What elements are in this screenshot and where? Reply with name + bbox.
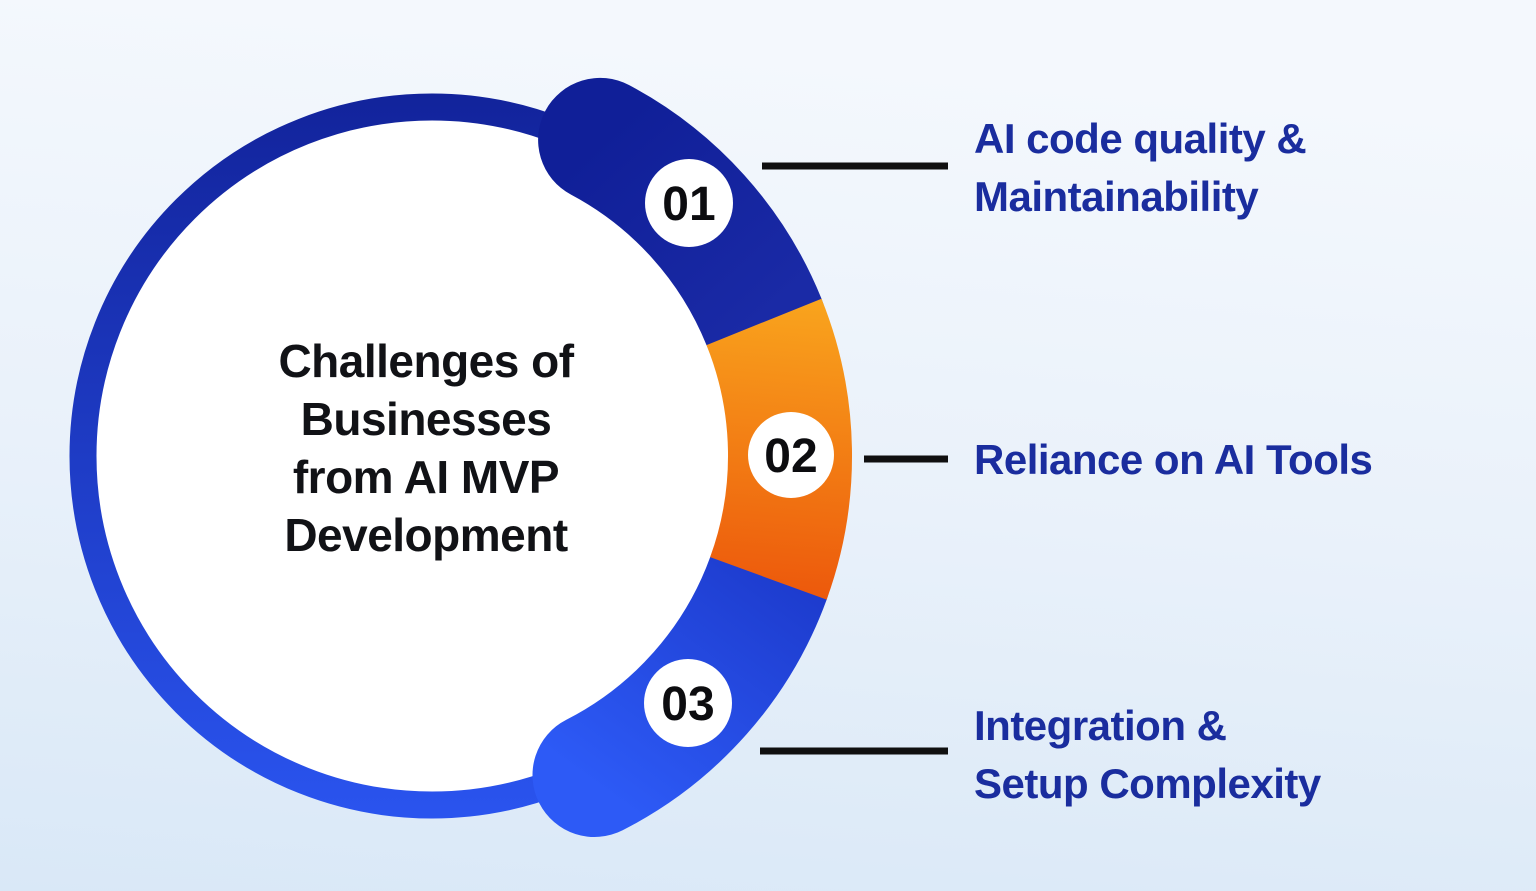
step-02-number: 02: [764, 430, 817, 483]
step-03-badge: 03: [644, 659, 732, 747]
step-03-label-line-1: Integration &: [974, 702, 1227, 749]
step-02-label-line-1: Reliance on AI Tools: [974, 436, 1372, 483]
center-title-line-3: from AI MVP: [293, 451, 559, 503]
step-01-label-line-2: Maintainability: [974, 173, 1259, 220]
step-01-number: 01: [662, 178, 715, 231]
center-title-line-4: Development: [284, 509, 568, 561]
step-01-badge-circle: [645, 159, 733, 247]
step-01-label-line-1: AI code quality &: [974, 115, 1306, 162]
center-title-line-1: Challenges of: [278, 335, 574, 387]
step-03-label-line-2: Setup Complexity: [974, 760, 1322, 807]
step-02-badge: 02: [748, 412, 834, 498]
center-circle: [96, 120, 768, 792]
step-03-number: 03: [661, 678, 714, 731]
step-02-badge-circle: [748, 412, 834, 498]
center-title-line-2: Businesses: [301, 393, 552, 445]
step-01-label: AI code quality & Maintainability: [974, 115, 1307, 220]
center-title: Challenges of Businesses from AI MVP Dev…: [278, 335, 575, 561]
step-03-label: Integration & Setup Complexity: [974, 702, 1322, 807]
step-02-label: Reliance on AI Tools: [974, 436, 1373, 483]
step-03-badge-circle: [644, 659, 732, 747]
step-01-badge: 01: [645, 159, 733, 247]
